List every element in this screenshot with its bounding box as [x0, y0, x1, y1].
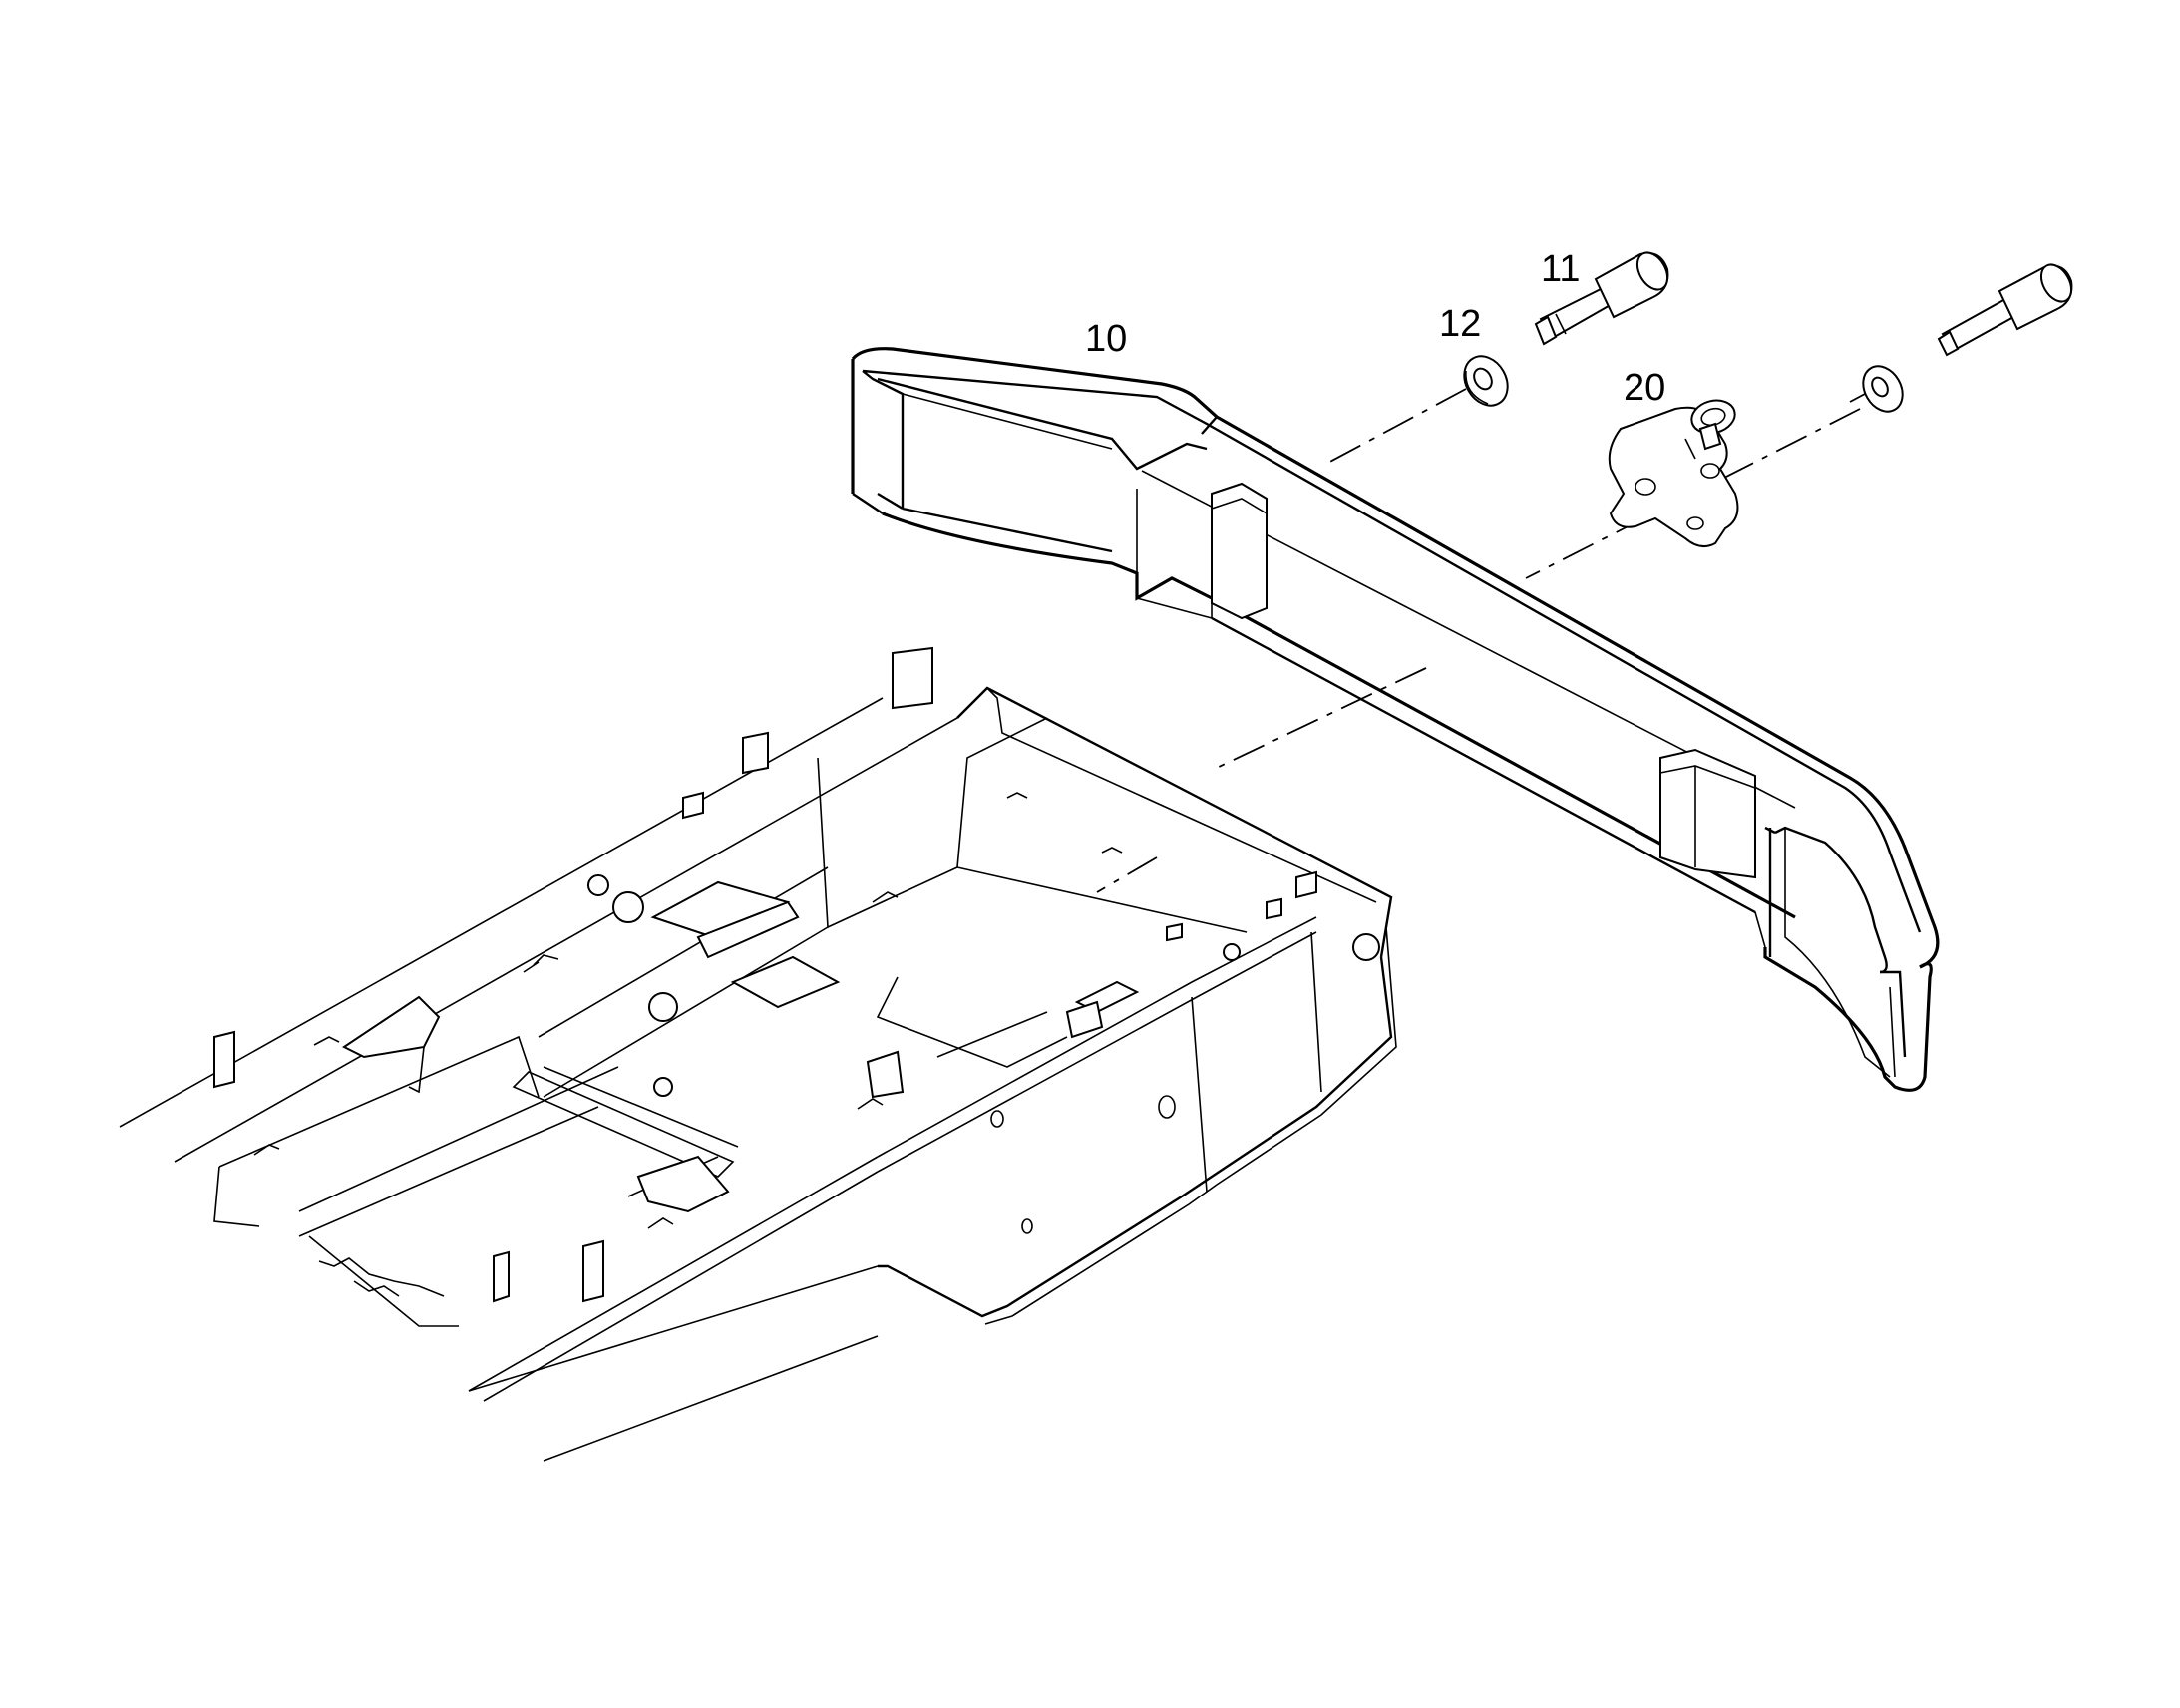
- part-labels: 10 11 12 20: [1085, 248, 1665, 409]
- washer-right: [1862, 365, 1904, 413]
- bolt-right: [1937, 263, 2073, 357]
- label-12: 12: [1439, 303, 1481, 345]
- chassis-frame: [119, 646, 1397, 1462]
- washer-part-12: [1463, 355, 1509, 407]
- tow-hook-part-20: [1608, 399, 1739, 548]
- label-10: 10: [1085, 318, 1127, 360]
- rear-bumper: [851, 347, 1940, 1092]
- label-20: 20: [1624, 367, 1665, 409]
- bolt-part-11: [1534, 251, 1669, 346]
- label-11: 11: [1541, 248, 1580, 290]
